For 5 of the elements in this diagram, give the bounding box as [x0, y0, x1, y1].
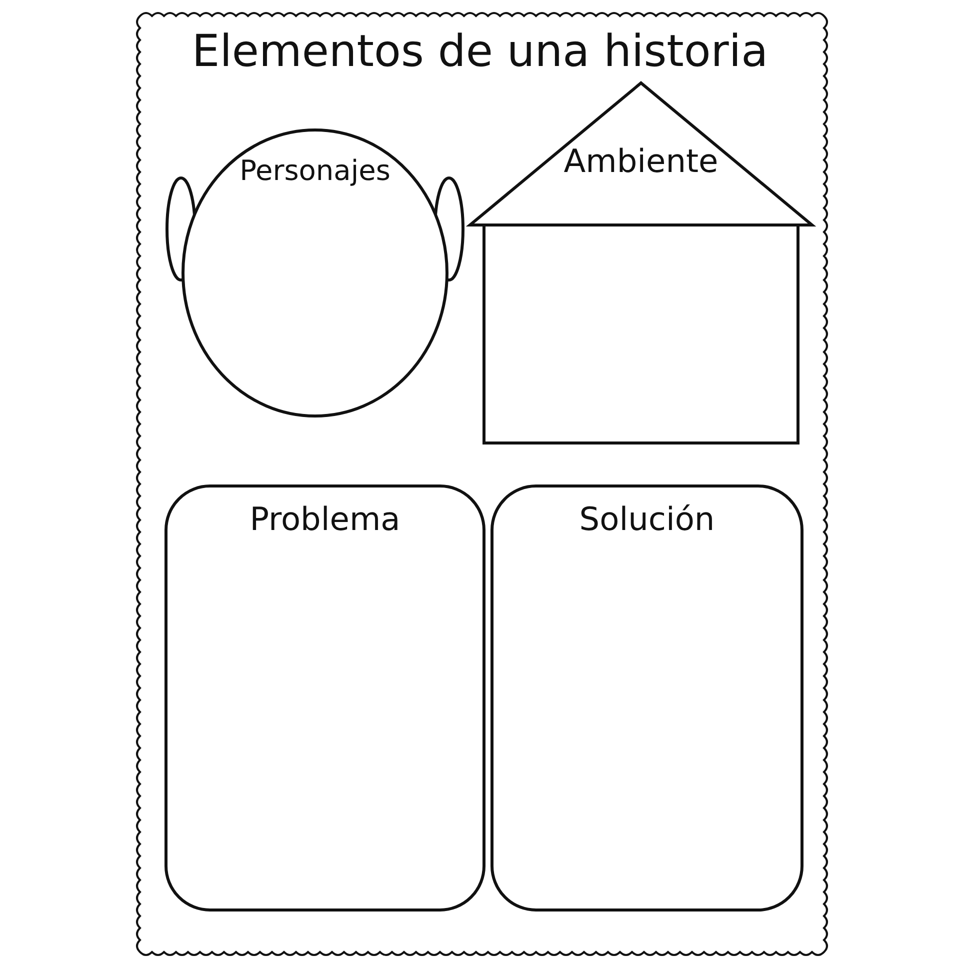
section-heading: Ambiente — [562, 142, 720, 180]
section-heading: Problema — [248, 500, 402, 538]
worksheet-title: Elementos de una historia — [190, 26, 770, 77]
section-heading: Solución — [578, 500, 716, 538]
section-heading: Personajes — [238, 154, 392, 187]
